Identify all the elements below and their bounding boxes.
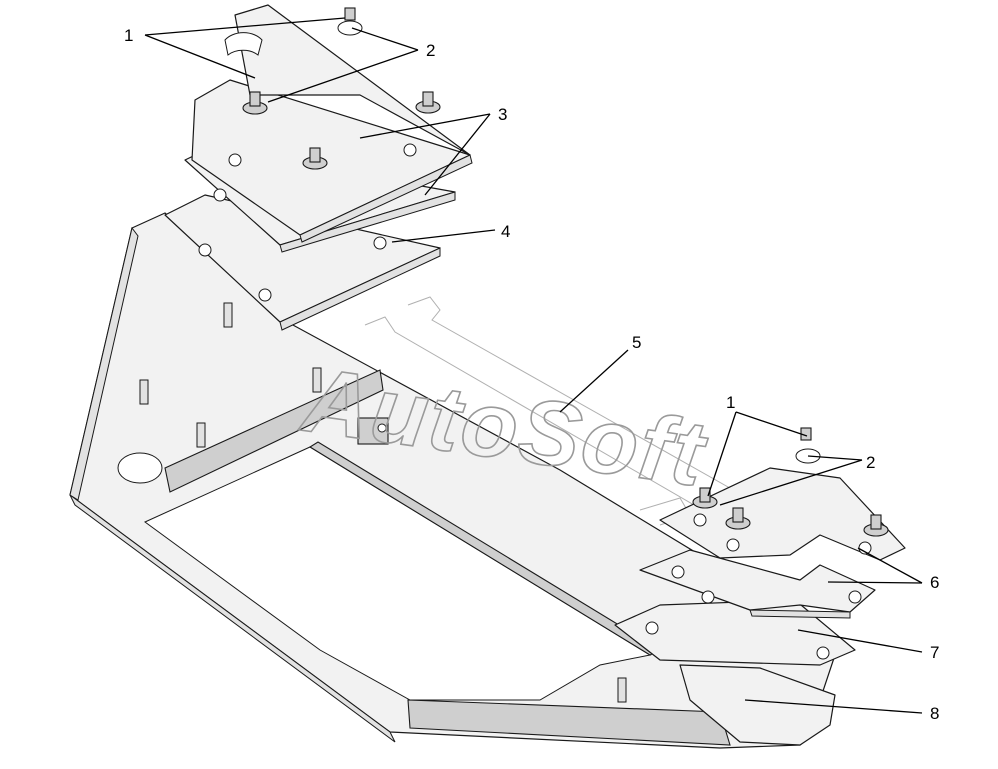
bottom-channel bbox=[407, 699, 731, 746]
callout-1-upper: 1 bbox=[124, 26, 133, 45]
studs bbox=[139, 302, 627, 703]
upper-fasteners bbox=[242, 7, 441, 170]
callout-2-upper: 2 bbox=[426, 41, 435, 60]
upper-plate-top bbox=[224, 4, 471, 156]
callout-1-right: 1 bbox=[726, 393, 735, 412]
callout-8: 8 bbox=[930, 704, 939, 723]
callout-4: 4 bbox=[501, 222, 510, 241]
callout-7: 7 bbox=[930, 643, 939, 662]
callout-6: 6 bbox=[930, 573, 939, 592]
base-frame bbox=[69, 212, 841, 749]
leader-lines bbox=[144, 17, 923, 714]
frame-hole bbox=[117, 452, 163, 484]
callouts: 1 2 3 4 5 1 2 6 7 8 bbox=[124, 26, 939, 723]
callout-5: 5 bbox=[632, 333, 641, 352]
upper-plate-4 bbox=[164, 194, 441, 331]
frame-bracket bbox=[164, 369, 384, 493]
upper-plate-3a bbox=[191, 78, 473, 243]
callout-2-right: 2 bbox=[866, 453, 875, 472]
callout-3: 3 bbox=[498, 105, 507, 124]
right-plate-6b bbox=[639, 549, 876, 619]
